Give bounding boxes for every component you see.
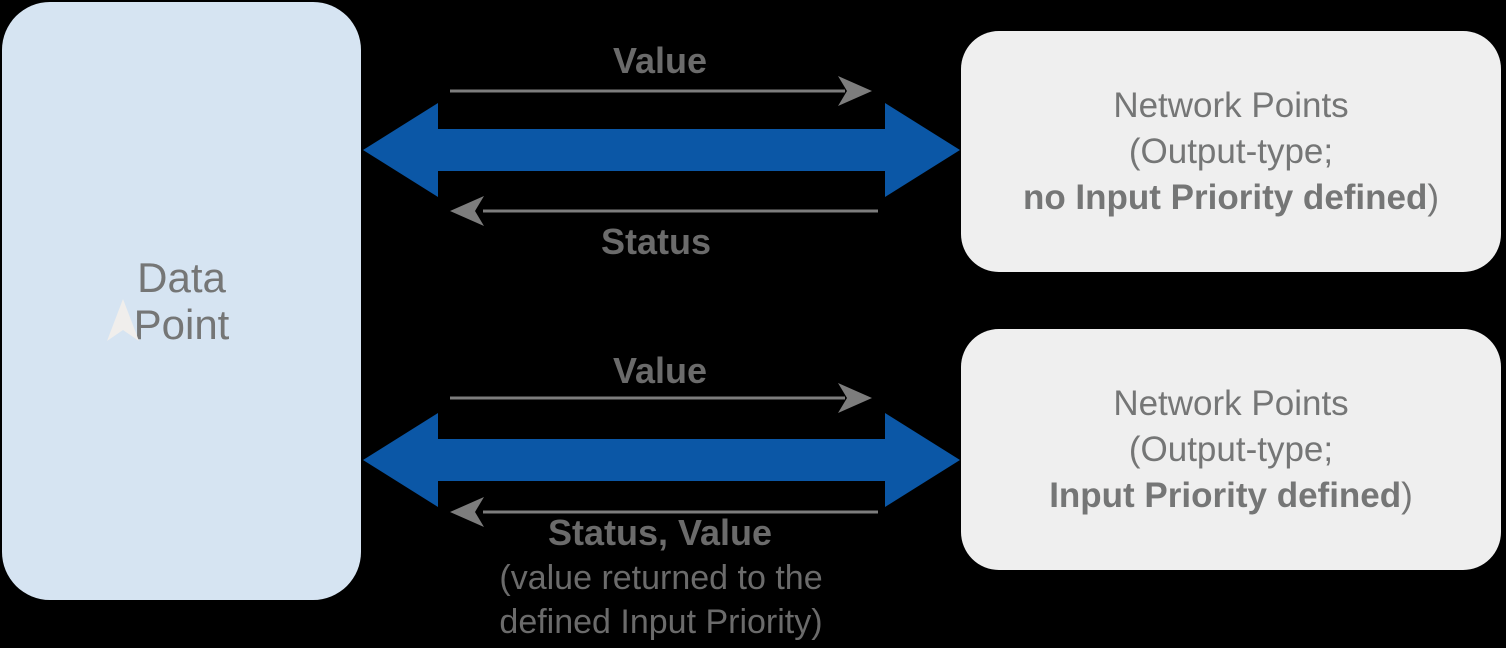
network-top-line3-rest: ) <box>1427 177 1440 217</box>
network-bottom-line3: Input Priority defined) <box>1049 473 1413 519</box>
data-point-node: Data Point <box>2 2 361 600</box>
network-points-top-node: Network Points (Output-type; no Input Pr… <box>961 31 1501 272</box>
top-value-label: Value <box>612 40 708 81</box>
bottom-status-label: Status, Value <box>547 512 773 553</box>
bottom-status-note: (value returned to the defined Input Pri… <box>499 559 823 641</box>
bottom-bidirectional-arrow <box>363 413 960 507</box>
network-bottom-line2: (Output-type; <box>1128 429 1334 469</box>
top-status-label: Status <box>600 221 712 262</box>
top-bidirectional-arrow <box>363 103 960 197</box>
network-bottom-line1: Network Points <box>1113 383 1349 423</box>
network-top-line3: no Input Priority defined) <box>1023 175 1439 221</box>
network-points-bottom-node: Network Points (Output-type; Input Prior… <box>961 329 1501 570</box>
data-point-label: Data Point <box>133 254 230 348</box>
network-top-line1: Network Points <box>1113 85 1349 125</box>
network-bottom-line3-rest: ) <box>1401 475 1413 515</box>
network-top-line3-bold: no Input Priority defined <box>1022 177 1428 217</box>
network-top-line2: (Output-type; <box>1128 131 1334 171</box>
bottom-value-label: Value <box>612 350 708 391</box>
network-bottom-line3-bold: Input Priority defined <box>1049 475 1402 515</box>
